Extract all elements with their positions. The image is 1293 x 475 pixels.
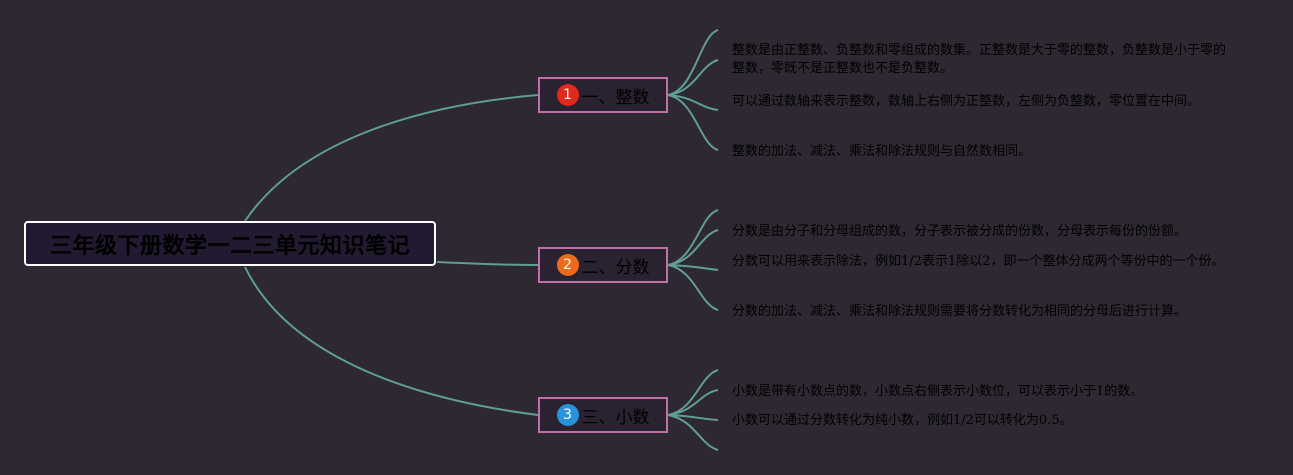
link-b1-leaf1 [667,59,719,96]
link-b2-leaf1 [667,229,719,266]
link-b1-leaf3 [667,94,719,151]
number-badge-2: 2 [556,254,579,276]
link-b3-bottom [667,414,719,451]
leaf-integers-1[interactable]: 整数是由正整数、负整数和零组成的数集。正整数是大于零的整数，负整数是小于零的整数… [732,43,1227,76]
link-b2-leaf2 [667,264,719,271]
leaf-fractions-3[interactable]: 分数的加法、减法、乘法和除法规则需要将分数转化为相同的分母后进行计算。 [732,304,1188,319]
link-root-branch3 [244,266,539,416]
link-b3-leaf1 [667,389,719,416]
branch-label: 三、小数 [581,407,650,428]
link-b1-leaf2 [667,94,719,111]
leaf-integers-3[interactable]: 整数的加法、减法、乘法和除法规则与自然数相同。 [732,144,1032,159]
link-b3-leaf2 [667,414,719,421]
number-badge-1: 1 [556,84,579,106]
leaf-integers-2[interactable]: 可以通过数轴来表示整数，数轴上右侧为正整数，左侧为负整数，零位置在中间。 [732,94,1201,109]
link-b1-top [667,29,719,96]
link-b2-top [667,209,719,266]
link-b2-leaf3 [667,264,719,311]
leaf-decimals-1[interactable]: 小数是带有小数点的数，小数点右侧表示小数位，可以表示小于1的数。 [732,384,1144,399]
leaf-decimals-2[interactable]: 小数可以通过分数转化为纯小数，例如1/2可以转化为0.5。 [732,413,1073,428]
leaf-fractions-2[interactable]: 分数可以用来表示除法，例如1/2表示1除以2，即一个整体分成两个等份中的一个份。 [732,254,1225,269]
branch-fractions[interactable]: 2 二、分数 [538,247,668,283]
root-topic[interactable]: 三年级下册数学一二三单元知识笔记 [24,221,436,266]
root-topic-label: 三年级下册数学一二三单元知识笔记 [49,233,410,259]
branch-label: 二、分数 [581,257,650,278]
branch-decimals[interactable]: 3 三、小数 [538,397,668,433]
link-root-branch2 [436,261,539,266]
link-root-branch1 [244,94,539,222]
branch-label: 一、整数 [581,87,650,108]
number-badge-3: 3 [556,404,579,426]
leaf-fractions-1[interactable]: 分数是由分子和分母组成的数，分子表示被分成的份数，分母表示每份的份额。 [732,224,1188,239]
branch-integers[interactable]: 1 一、整数 [538,77,668,113]
